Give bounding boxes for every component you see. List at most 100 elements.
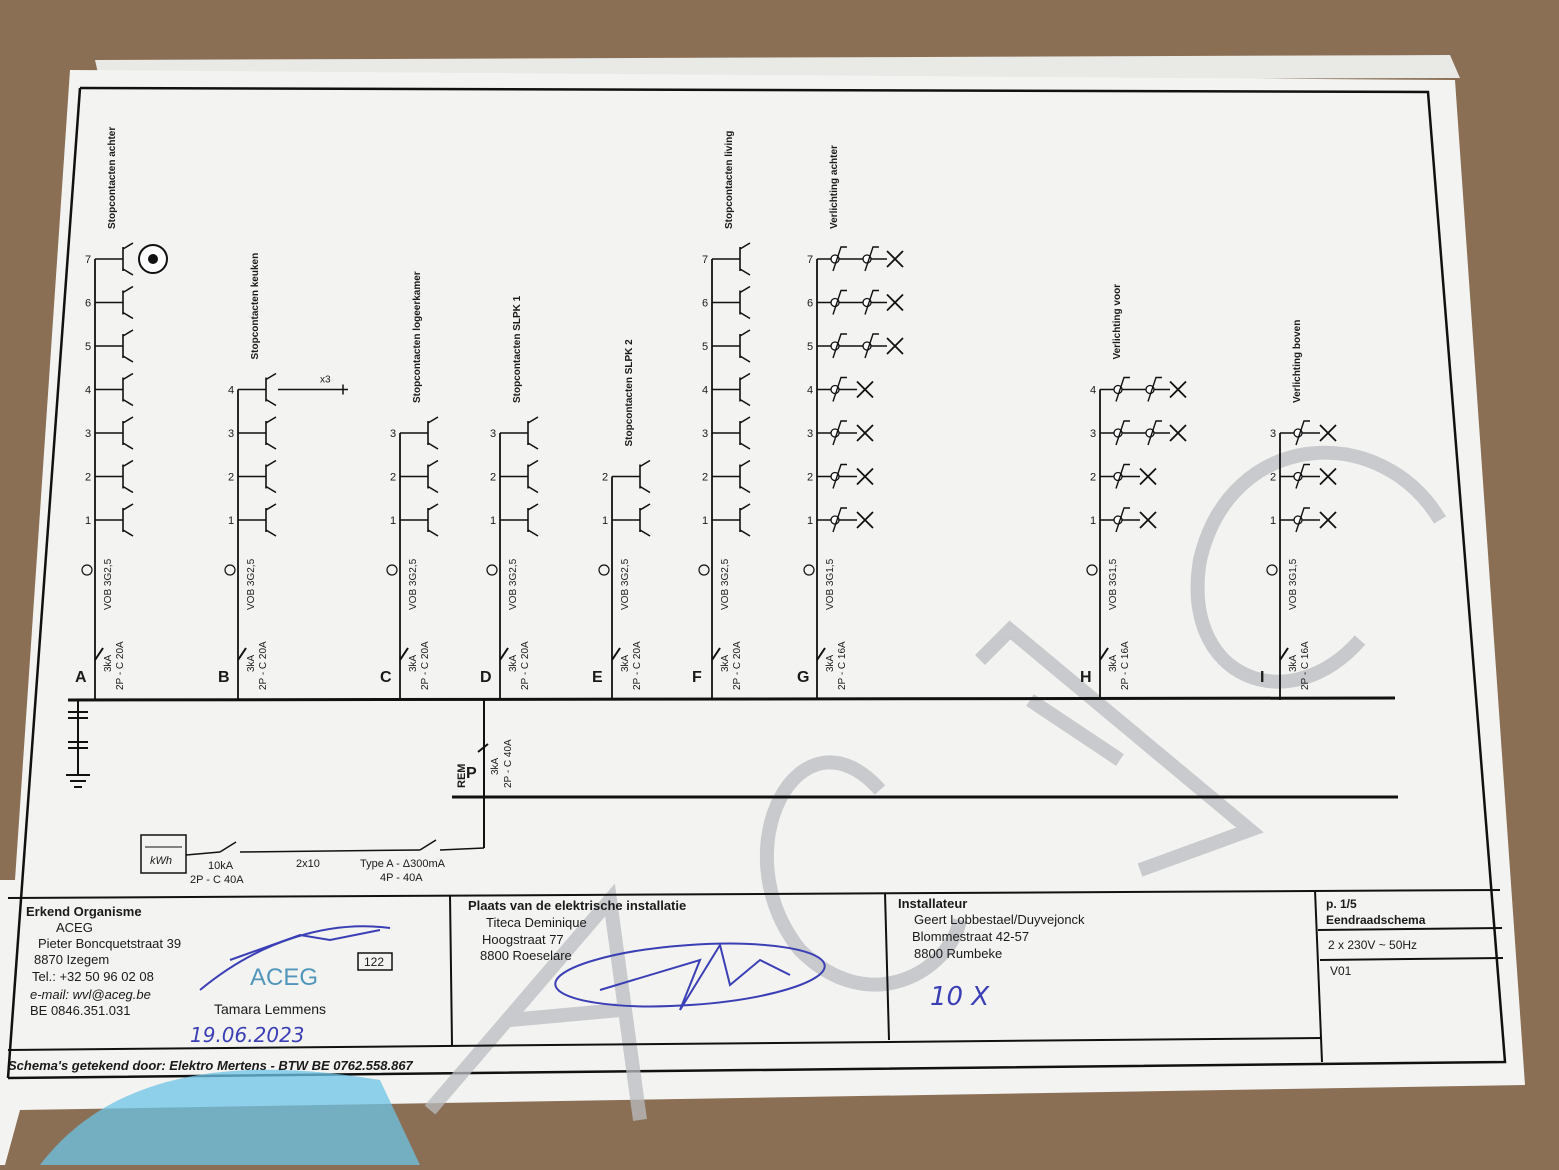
location-line: Titeca Deminique: [486, 915, 587, 930]
breaker-rating: 2P - C 20A: [115, 641, 126, 690]
voltage-label: 2 x 230V ~ 50Hz: [1328, 938, 1417, 952]
breaker-rating: 2P - C 16A: [1120, 641, 1131, 690]
organism-line: ACEG: [56, 920, 93, 935]
breaker-rating: 2P - C 20A: [420, 641, 431, 690]
circuit-label: Stopcontacten achter: [107, 127, 118, 229]
rem-rating: 2P - C 40A: [503, 739, 514, 788]
point-number: 1: [85, 515, 91, 527]
organism-line: BE 0846.351.031: [30, 1003, 130, 1018]
installer-line: Blommestraat 42-57: [912, 929, 1029, 944]
circuit-id: A: [75, 669, 87, 686]
organism-line: 8870 Izegem: [34, 952, 109, 967]
breaking-capacity: 3kA: [720, 654, 731, 672]
circuit-g: [803, 246, 904, 700]
point-number: 5: [85, 341, 91, 353]
circuit-i: [1266, 420, 1337, 700]
installer-line: 8800 Rumbeke: [914, 946, 1002, 961]
point-number: 6: [702, 298, 708, 310]
breaking-capacity: 3kA: [825, 654, 836, 672]
main-breaker-rating: 2P - C 40A: [190, 874, 244, 886]
circuit-label: Verlichting boven: [1292, 320, 1303, 403]
inspector-signature: [199, 925, 391, 991]
point-number: 3: [228, 428, 234, 440]
point-number: 3: [490, 428, 496, 440]
point-number: 3: [702, 428, 708, 440]
rem-id: P: [466, 765, 477, 782]
point-number: 2: [807, 472, 813, 484]
drawn-by: Schema's getekend door: Elektro Mertens …: [8, 1058, 414, 1073]
breaking-capacity: 3kA: [408, 654, 419, 672]
point-number: 4: [85, 385, 91, 397]
point-number: 1: [1270, 515, 1276, 527]
kwh-meter: [140, 834, 187, 874]
point-number: 3: [807, 428, 813, 440]
client-signature: [554, 942, 826, 1008]
point-number: 6: [85, 298, 91, 310]
organism-line: e-mail: wvl@aceg.be: [30, 987, 151, 1002]
organism-line: Tel.: +32 50 96 02 08: [32, 969, 154, 984]
installer-heading: Installateur: [898, 896, 967, 911]
breaking-capacity: 3kA: [1108, 654, 1119, 672]
cable-type: VOB 3G1,5: [1108, 558, 1119, 610]
location-line: Hoogstraat 77: [482, 932, 564, 947]
point-number: 1: [1090, 515, 1096, 527]
point-number: 2: [85, 472, 91, 484]
point-number: 2: [228, 472, 234, 484]
location-line: 8800 Roeselare: [480, 948, 572, 963]
breaker-rating: 2P - C 20A: [520, 641, 531, 690]
rem-ka: 3kA: [490, 757, 501, 775]
point-number: 7: [807, 254, 813, 266]
circuit-b: [224, 372, 348, 700]
cable-type: VOB 3G2,5: [408, 558, 419, 610]
cable-type: VOB 3G2,5: [720, 558, 731, 610]
point-number: 1: [228, 515, 234, 527]
location-heading: Plaats van de elektrische installatie: [468, 898, 686, 913]
circuit-label: Verlichting achter: [829, 145, 840, 229]
circuit-id: E: [592, 669, 603, 686]
main-breaker-ka: 10kA: [208, 860, 234, 872]
breaker-rating: 2P - C 20A: [732, 641, 743, 690]
stamp-sweep: [40, 1069, 420, 1165]
cable-type: VOB 3G2,5: [508, 558, 519, 610]
circuit-id: F: [692, 669, 702, 686]
circuit-label: Stopcontacten living: [724, 131, 735, 229]
sheet-title: Eendraadschema: [1326, 913, 1426, 927]
point-number: 7: [85, 254, 91, 266]
point-number: 3: [1090, 428, 1096, 440]
point-number: 1: [702, 515, 708, 527]
circuit-id: G: [797, 669, 809, 686]
version-label: V01: [1330, 964, 1352, 978]
ground-symbol: [66, 700, 90, 788]
inspector-number: 122: [364, 955, 384, 969]
breaking-capacity: 3kA: [620, 654, 631, 672]
circuit-id: I: [1260, 669, 1264, 686]
circuit-id: B: [218, 669, 230, 686]
breaker-rating: 2P - C 16A: [1300, 641, 1311, 690]
installer-line: Geert Lobbestael/Duyvejonck: [914, 912, 1085, 927]
circuit-d: [486, 416, 539, 700]
rem-label: REM: [456, 764, 468, 788]
point-number: 5: [807, 341, 813, 353]
point-number: 7: [702, 254, 708, 266]
point-number: 1: [490, 515, 496, 527]
breaking-capacity: 3kA: [1288, 654, 1299, 672]
circuit-a: [81, 242, 168, 700]
breaking-capacity: 3kA: [103, 654, 114, 672]
main-busbar: [67, 696, 1396, 702]
point-number: 2: [390, 472, 396, 484]
circuit-c: [386, 416, 439, 700]
circuit-label: Stopcontacten SLPK 1: [512, 295, 523, 403]
point-number: 3: [85, 428, 91, 440]
point-number: 2: [602, 472, 608, 484]
page-number: p. 1/5: [1326, 897, 1357, 911]
breaker-rating: 2P - C 20A: [632, 641, 643, 690]
point-number: 1: [390, 515, 396, 527]
breaker-rating: 2P - C 16A: [837, 641, 848, 690]
point-number: 4: [1090, 385, 1096, 397]
organism-heading: Erkend Organisme: [26, 904, 142, 919]
point-number: 5: [702, 341, 708, 353]
organism-line: Pieter Boncquetstraat 39: [38, 936, 181, 951]
point-number: 4: [807, 385, 813, 397]
